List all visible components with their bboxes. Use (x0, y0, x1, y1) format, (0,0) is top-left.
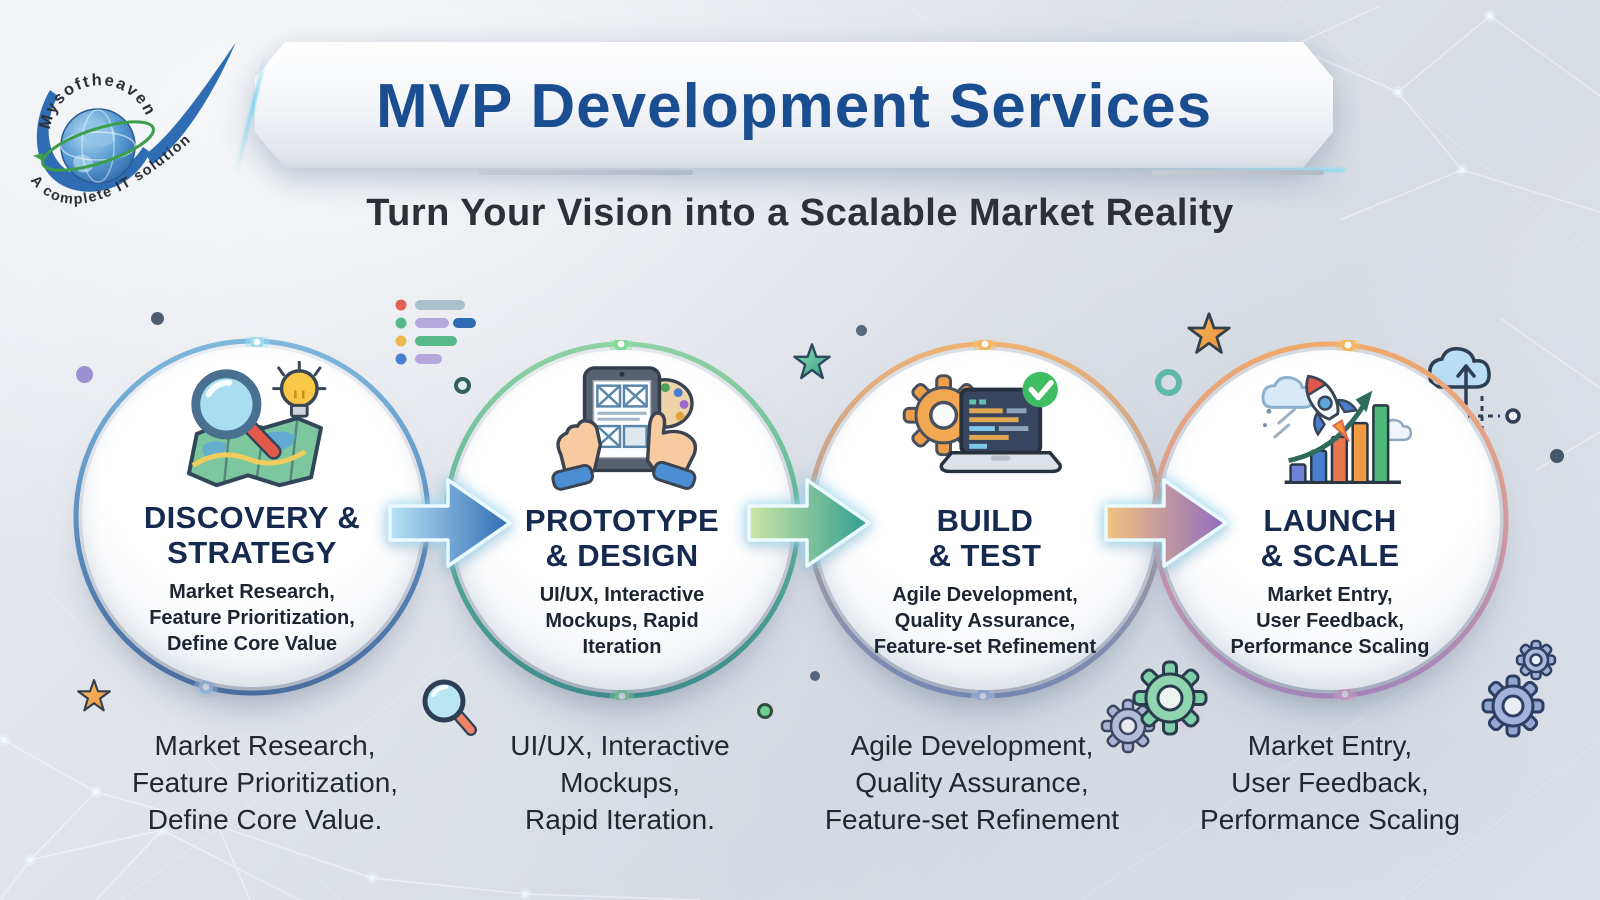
rocket-growth-chart-icon (1261, 374, 1413, 485)
mysoftheaven-logo: Mysoftheaven A complete IT solution (27, 42, 236, 208)
stage-title: BUILD & TEST (928, 503, 1042, 573)
banner-shadow-dash (478, 170, 693, 175)
stage-circle: DISCOVERY & STRATEGY Market Research, Fe… (82, 347, 422, 687)
stage-launch-scale: LAUNCH & SCALE Market Entry, User Feedba… (1150, 340, 1510, 700)
stage-circle: LAUNCH & SCALE Market Entry, User Feedba… (1160, 350, 1500, 690)
stage-circle: BUILD & TEST Agile Development, Quality … (815, 350, 1155, 690)
arrow-discovery-to-prototype (388, 478, 512, 568)
bar-chart (1289, 404, 1390, 484)
map-magnifier-lightbulb-icon (186, 361, 327, 488)
pink-glow-dot (1180, 708, 1193, 721)
logo-globe-icon (32, 108, 155, 184)
caption-prototype: UI/UX, Interactive Mockups, Rapid Iterat… (510, 730, 730, 835)
tablet-wireframe-palette-hands-icon (551, 366, 698, 491)
caption-build: Agile Development, Quality Assurance, Fe… (824, 730, 1120, 835)
green-ring-dot (757, 703, 773, 719)
code-lines (969, 399, 1029, 449)
caption-discovery: Market Research, Feature Prioritization,… (131, 730, 399, 835)
stage-title: DISCOVERY & STRATEGY (143, 500, 361, 570)
banner-shadow-dash (1152, 170, 1324, 175)
stage-build-test: BUILD & TEST Agile Development, Quality … (805, 340, 1165, 700)
caption-launch: Market Entry, User Feedback, Performance… (1200, 730, 1460, 835)
stage-title: PROTOTYPE & DESIGN (524, 503, 720, 573)
stage-summary: Market Entry, User Feedback, Performance… (1230, 584, 1430, 659)
stage-summary: Market Research, Feature Prioritization,… (149, 581, 355, 656)
page-subtitle: Turn Your Vision into a Scalable Market … (366, 192, 1234, 234)
logo-swoosh-icon (36, 42, 236, 192)
gear-laptop-checkmark-icon (902, 371, 1062, 474)
title-banner: MVP Development Services (234, 42, 1345, 173)
slate-dot (1550, 449, 1564, 463)
stage-summary: Agile Development, Quality Assurance, Fe… (873, 584, 1097, 659)
slate-dot (856, 325, 867, 336)
stage-circle: PROTOTYPE & DESIGN UI/UX, Interactive Mo… (452, 350, 792, 690)
slate-dot (151, 312, 164, 325)
rocket (1305, 374, 1359, 443)
arrow-prototype-to-build (747, 478, 871, 568)
arrow-build-to-launch (1104, 478, 1228, 568)
stage-discovery-strategy: DISCOVERY & STRATEGY Market Research, Fe… (72, 337, 432, 697)
stage-prototype-design: PROTOTYPE & DESIGN UI/UX, Interactive Mo… (442, 340, 802, 700)
stage-summary: UI/UX, Interactive Mockups, Rapid Iterat… (539, 584, 705, 659)
page-title: MVP Development Services (375, 71, 1213, 141)
stage-title: LAUNCH & SCALE (1260, 503, 1400, 573)
